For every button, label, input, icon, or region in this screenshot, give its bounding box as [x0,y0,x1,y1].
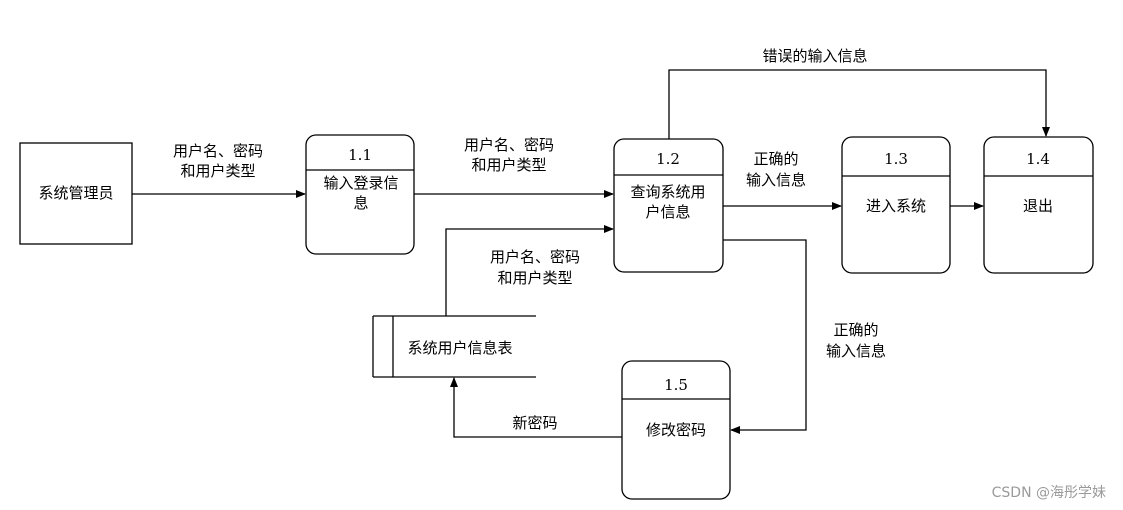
process-1-2: 1.2 查询系统用 户信息 [613,138,724,273]
flow-label-line2: 和用户类型 [180,162,255,180]
flow-label-line2: 输入信息 [826,342,886,360]
flow-store-to-1-2: 用户名、密码 和用户类型 [445,225,614,316]
process-1-5-id: 1.5 [664,376,688,394]
flow-label-line2: 输入信息 [746,171,806,189]
process-1-2-label-line2: 户信息 [645,203,690,221]
process-1-3: 1.3 进入系统 [841,136,951,274]
flow-label: 新密码 [512,414,557,432]
flow-label-line1: 正确的 [753,150,798,168]
flow-label-line1: 用户名、密码 [464,136,554,154]
process-1-1-label-line2: 息 [353,194,368,212]
flow-label-line2: 和用户类型 [471,156,546,174]
flow-1-5-to-store: 新密码 [450,377,622,438]
flow-label-line1: 正确的 [833,321,878,339]
flow-1-2-to-1-5: 正确的 输入信息 [723,239,886,434]
process-1-3-id: 1.3 [884,150,908,168]
process-1-5-label: 修改密码 [646,421,706,439]
external-entity-label: 系统管理员 [38,184,113,202]
flow-1-2-to-1-4: 错误的输入信息 [668,47,1050,139]
process-1-1-id: 1.1 [348,146,372,164]
data-store-label: 系统用户信息表 [407,339,512,357]
flow-label-line1: 用户名、密码 [173,142,263,160]
process-1-4-label: 退出 [1023,197,1053,215]
flow-label-line1: 用户名、密码 [490,248,580,266]
watermark: CSDN @海彤学妹 [992,485,1106,501]
process-1-5: 1.5 修改密码 [621,360,731,500]
process-1-4-id: 1.4 [1026,150,1050,168]
process-1-3-label: 进入系统 [866,197,926,215]
process-1-1-label-line1: 输入登录信 [323,174,398,192]
flow-1-1-to-1-2: 用户名、密码 和用户类型 [414,136,614,198]
process-1-2-label-line1: 查询系统用 [630,183,705,201]
process-1-4: 1.4 退出 [983,136,1094,274]
process-1-2-id: 1.2 [656,150,680,168]
flow-label: 错误的输入信息 [762,47,867,65]
flow-label-line2: 和用户类型 [497,269,572,287]
external-entity-admin: 系统管理员 [19,142,133,245]
flow-1-2-to-1-3: 正确的 输入信息 [723,150,842,210]
data-store-user-table: 系统用户信息表 [372,315,536,378]
flow-entity-to-1-1: 用户名、密码 和用户类型 [132,142,306,198]
process-1-1: 1.1 输入登录信 息 [305,134,415,255]
